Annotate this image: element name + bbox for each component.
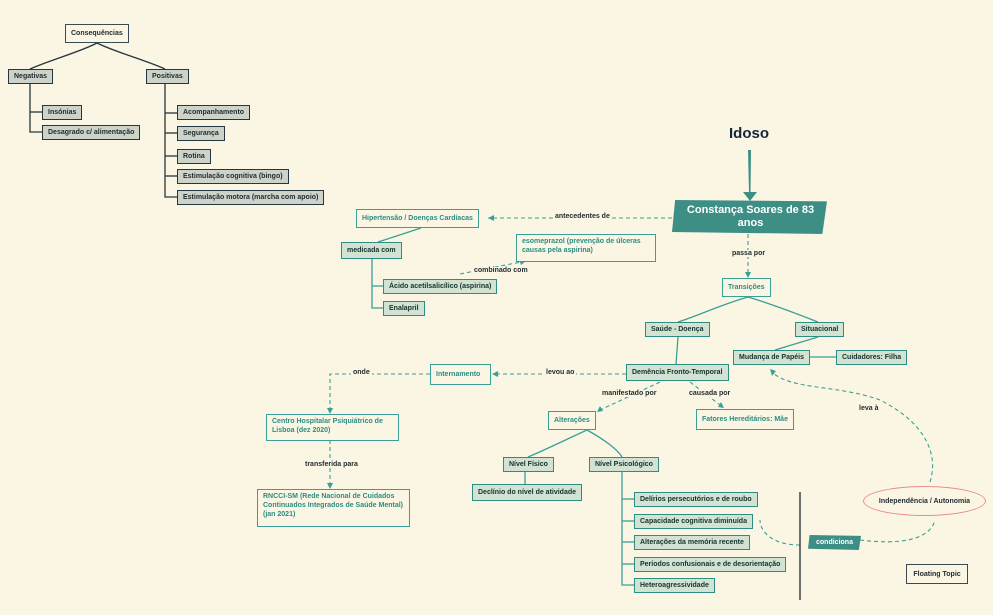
desagrado-node[interactable]: Desagrado c/ alimentação <box>42 125 141 140</box>
cuidadores-node[interactable]: Cuidadores: Filha <box>836 350 908 365</box>
heteroagressividade-node[interactable]: Heteroagressividade <box>634 578 715 593</box>
transicoes-node[interactable]: Transições <box>722 278 771 297</box>
insonias-node[interactable]: Insónias <box>42 105 83 120</box>
rnccism-node[interactable]: RNCCI-SM (Rede Nacional de Cuidados Cont… <box>257 489 410 527</box>
positivas-node[interactable]: Positivas <box>146 69 189 84</box>
capacidade-node[interactable]: Capacidade cognitiva diminuída <box>634 514 753 529</box>
alteracoes-node[interactable]: Alterações <box>548 411 596 430</box>
esomeprazol-node[interactable]: esomeprazol (prevenção de úlceras causas… <box>516 234 656 262</box>
rotina-node[interactable]: Rotina <box>177 149 211 164</box>
nivel-fisico-node[interactable]: Nível Físico <box>503 457 554 472</box>
floating-topic[interactable]: Floating Topic <box>906 564 968 584</box>
estimulacao-cognitiva-node[interactable]: Estimulação cognitiva (bingo) <box>177 169 289 184</box>
acompanhamento-node[interactable]: Acompanhamento <box>177 105 251 120</box>
medicada-node[interactable]: medicada com <box>341 242 402 259</box>
idoso-title[interactable]: Idoso <box>729 125 769 142</box>
causada-label: causada por <box>687 390 733 397</box>
seguranca-node[interactable]: Segurança <box>177 126 225 141</box>
fatores-node[interactable]: Fatores Hereditários: Mãe <box>696 409 794 430</box>
passa-por-label: passa por <box>730 250 768 257</box>
demencia-node[interactable]: Demência Fronto-Temporal <box>626 364 729 381</box>
aspirina-node[interactable]: Ácido acetilsalicílico (aspirina) <box>383 279 498 294</box>
independencia-node[interactable]: Independência / Autonomia <box>863 486 986 516</box>
memoria-node[interactable]: Alterações da memória recente <box>634 535 750 550</box>
periodos-node[interactable]: Períodos confusionais e de desorientação <box>634 557 787 572</box>
nivel-psicologico-node[interactable]: Nível Psicológico <box>589 457 659 472</box>
hospital-node[interactable]: Centro Hospitalar Psiquiátrico de Lisboa… <box>266 414 399 441</box>
negativas-node[interactable]: Negativas <box>8 69 54 84</box>
internamento-node[interactable]: Internamento <box>430 364 491 385</box>
manifestado-label: manifestado por <box>600 390 659 397</box>
combinado-link-label: combinado com <box>472 267 530 274</box>
situacional-node[interactable]: Situacional <box>795 322 845 337</box>
antecedentes-link-label: antecedentes de <box>553 213 612 220</box>
leva-a-label: leva à <box>857 405 881 412</box>
estimulacao-motora-node[interactable]: Estimulação motora (marcha com apoio) <box>177 190 325 205</box>
transferida-label: transferida para <box>303 461 360 468</box>
hipertensao-node[interactable]: Hipertensão / Doenças Cardíacas <box>356 209 479 228</box>
enalapril-node[interactable]: Enalapril <box>383 301 425 316</box>
declinio-node[interactable]: Declínio do nível de atividade <box>472 484 583 501</box>
onde-label: onde <box>351 369 372 376</box>
condiciona-node[interactable]: condiciona <box>808 535 861 550</box>
delirios-node[interactable]: Delírios persecutórios e de roubo <box>634 492 758 507</box>
saude-doenca-node[interactable]: Saúde - Doença <box>645 322 710 337</box>
consequencias-root[interactable]: Consequências <box>65 24 129 43</box>
central-topic[interactable]: Constança Soares de 83 anos <box>672 200 827 234</box>
mudanca-papeis-node[interactable]: Mudança de Papéis <box>733 350 810 365</box>
levou-ao-label: levou ao <box>544 369 577 376</box>
